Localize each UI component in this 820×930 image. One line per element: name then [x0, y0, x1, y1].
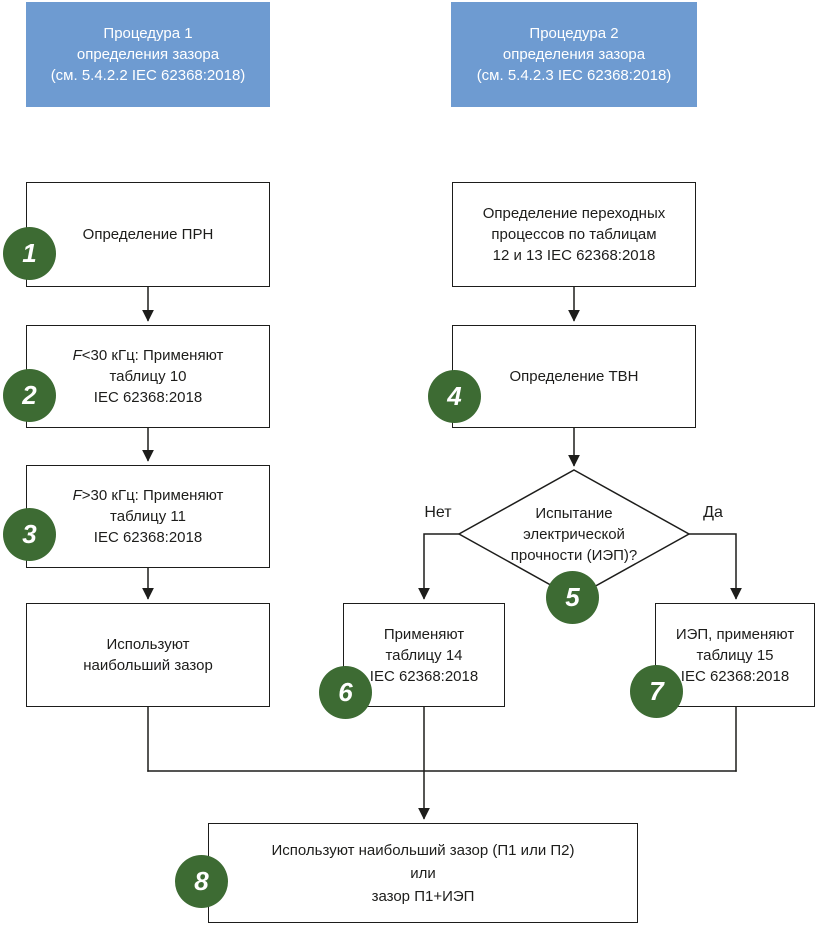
- step-badge-3: 3: [3, 508, 56, 561]
- procedure-2-title: Процедура 2: [529, 25, 619, 42]
- node-define-tvn: Определение ТВН: [452, 325, 696, 428]
- node-transients-line2: процессов по таблицам: [491, 226, 657, 243]
- frequency-symbol: F: [72, 487, 82, 504]
- step-badge-7: 7: [630, 665, 683, 718]
- procedure-1-header: Процедура 1 определения зазора (см. 5.4.…: [26, 2, 270, 107]
- node-define-prn: Определение ПРН: [26, 182, 270, 287]
- procedure-2-header: Процедура 2 определения зазора (см. 5.4.…: [451, 2, 697, 107]
- step-badge-4: 4: [428, 370, 481, 423]
- node-table-11-line2: таблицу 11: [110, 508, 186, 525]
- step-badge-1: 1: [3, 227, 56, 280]
- step-badge-5: 5: [546, 571, 599, 624]
- procedure-2-subtitle: определения зазора: [502, 46, 646, 63]
- decision-line2: электрической: [523, 526, 625, 543]
- node-table-10: F<30 кГц: Применяют таблицу 10 IEC 62368…: [26, 325, 270, 428]
- node-table-15-line2: таблицу 15: [696, 646, 774, 664]
- branch-yes-connector: [689, 533, 742, 600]
- node-define-prn-text: Определение ПРН: [82, 226, 214, 243]
- node-transients-line3: 12 и 13 IEC 62368:2018: [492, 247, 656, 264]
- procedure-1-reference: (см. 5.4.2.2 IEC 62368:2018): [50, 67, 246, 84]
- branch-no-connector: [418, 533, 459, 600]
- step-badge-8: 8: [175, 855, 228, 908]
- node-table-11-line3: IEC 62368:2018: [93, 529, 203, 546]
- node-table-10-line3: IEC 62368:2018: [93, 389, 203, 406]
- decision-line3: прочности (ИЭП)?: [510, 547, 638, 564]
- decision-line1: Испытание: [535, 505, 613, 522]
- node-use-largest-line1: Используют: [106, 636, 190, 653]
- node-final-line3: зазор П1+ИЭП: [371, 887, 475, 905]
- node-final-line2: или: [410, 864, 436, 882]
- node-final-clearance: Используют наибольший зазор (П1 или П2) …: [208, 823, 638, 923]
- node-transients-line1: Определение переходных: [482, 205, 666, 222]
- node-table-14-line1: Применяют: [383, 625, 465, 643]
- node-use-largest-line2: наибольший зазор: [83, 657, 213, 674]
- step-badge-6: 6: [319, 666, 372, 719]
- branch-label-yes: Да: [703, 504, 723, 521]
- decision-diamond-label: Испытание электрической прочности (ИЭП)?: [464, 503, 684, 566]
- procedure-1-subtitle: определения зазора: [76, 46, 220, 63]
- node-table-11-line1: F>30 кГц: Применяют: [73, 485, 224, 506]
- node-use-largest-clearance: Используют наибольший зазор: [26, 603, 270, 707]
- branch-label-no: Нет: [424, 504, 452, 521]
- node-table-11-line1-rest: >30 кГц: Применяют: [81, 487, 224, 504]
- node-table-15: ИЭП, применяют таблицу 15 IEC 62368:2018: [655, 603, 815, 707]
- node-define-transients: Определение переходных процессов по табл…: [452, 182, 696, 287]
- node-define-tvn-text: Определение ТВН: [509, 368, 639, 385]
- node-table-10-line2: таблицу 10: [109, 368, 187, 385]
- frequency-symbol: F: [72, 347, 82, 364]
- node-final-line1: Используют наибольший зазор (П1 или П2): [271, 841, 575, 859]
- procedure-1-title: Процедура 1: [103, 25, 193, 42]
- node-table-10-line1: F<30 кГц: Применяют: [73, 345, 224, 366]
- node-table-14-line3: IEC 62368:2018: [369, 667, 479, 685]
- node-table-14-line2: таблицу 14: [385, 646, 463, 664]
- node-table-15-line1: ИЭП, применяют: [675, 625, 795, 643]
- node-table-15-line3: IEC 62368:2018: [680, 667, 790, 685]
- procedure-2-reference: (см. 5.4.2.3 IEC 62368:2018): [476, 67, 672, 84]
- node-table-11: F>30 кГц: Применяют таблицу 11 IEC 62368…: [26, 465, 270, 568]
- node-table-10-line1-rest: <30 кГц: Применяют: [81, 347, 224, 364]
- step-badge-2: 2: [3, 369, 56, 422]
